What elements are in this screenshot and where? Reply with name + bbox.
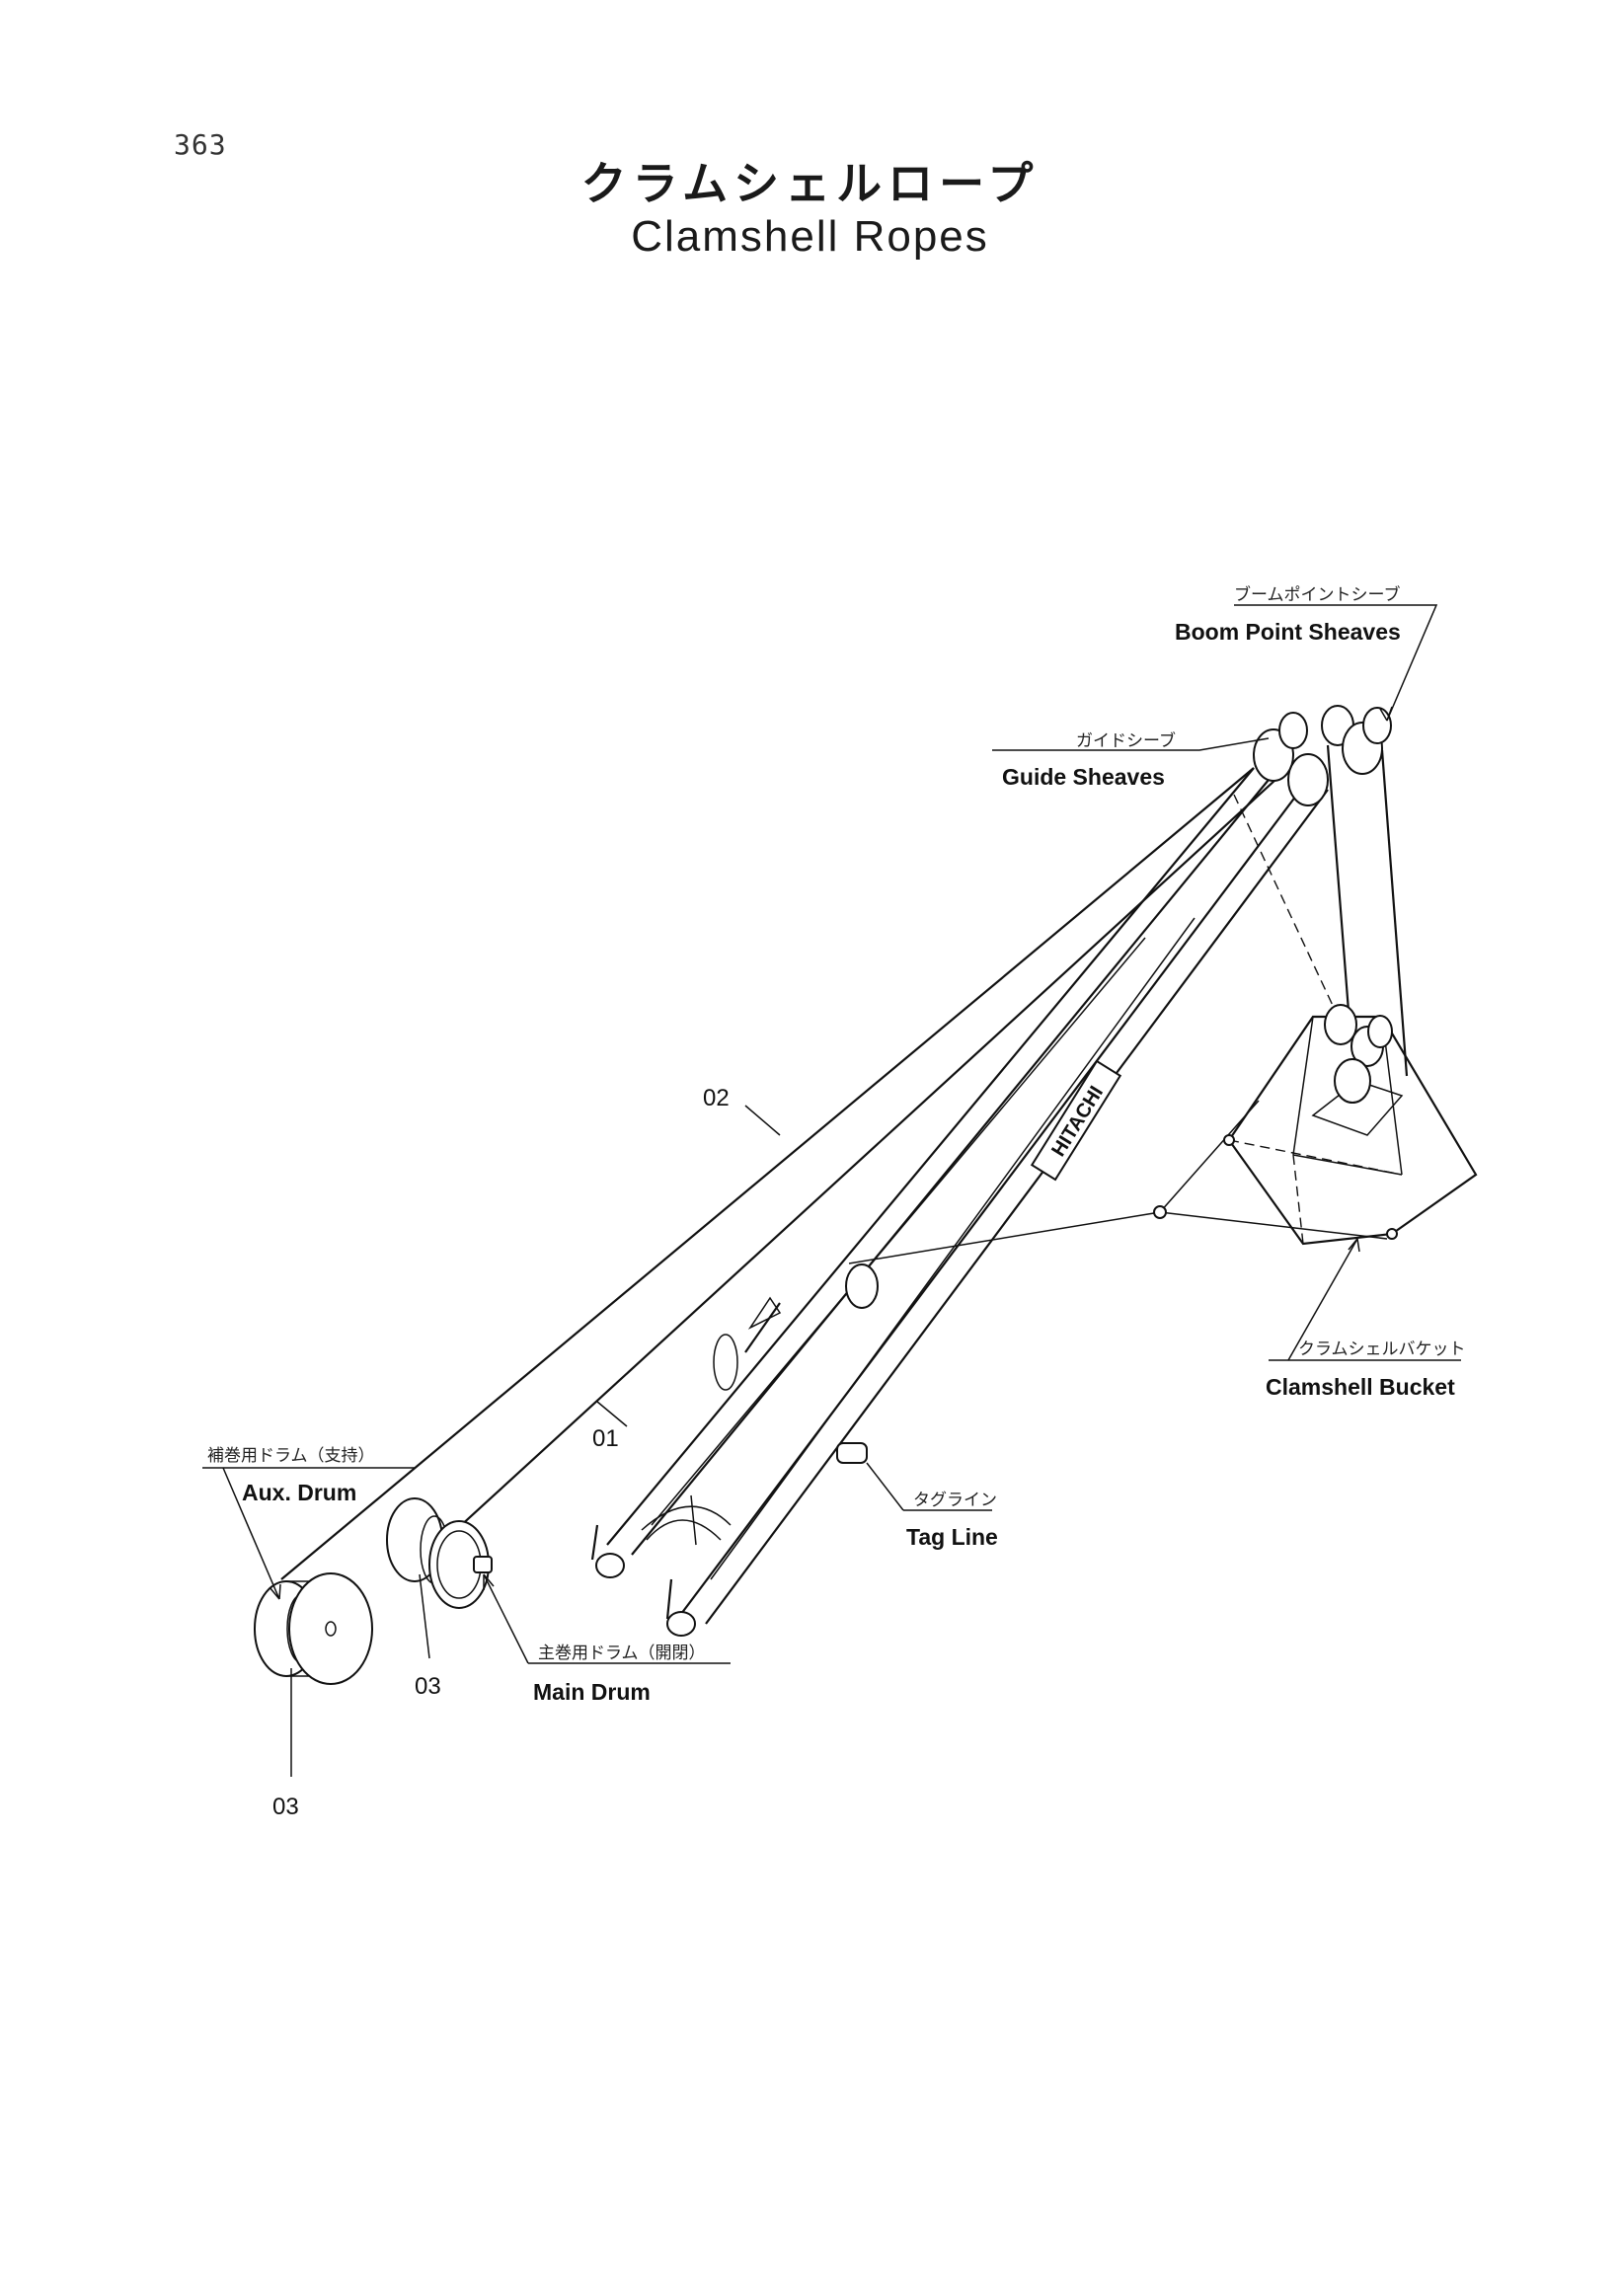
- guide-sheaves-label-ja: ガイドシーブ: [1076, 730, 1176, 751]
- leader-lines: [202, 604, 1461, 1777]
- main-drum-label: Main Drum: [533, 1679, 651, 1705]
- page-title-english: Clamshell Ropes: [631, 212, 989, 261]
- aux-drum-drawing: [254, 1572, 373, 1685]
- tag-line-label: Tag Line: [906, 1524, 998, 1550]
- part-number-01: 01: [592, 1425, 619, 1452]
- guide-sheaves: [1253, 712, 1329, 806]
- part-number-02: 02: [703, 1085, 730, 1111]
- boom-point-sheaves-label: Boom Point Sheaves: [1175, 619, 1401, 645]
- page-number: 363: [174, 128, 227, 161]
- clamshell-bucket-drawing: [1153, 1004, 1478, 1246]
- boom-point-sheaves: [1321, 705, 1392, 775]
- clamshell-bucket-label: Clamshell Bucket: [1266, 1374, 1455, 1400]
- guide-sheaves-label: Guide Sheaves: [1002, 764, 1165, 790]
- tag-line-label-ja: タグライン: [913, 1491, 997, 1510]
- part-number-03-aux: 03: [272, 1794, 299, 1820]
- aux-drum-label-ja: 補巻用ドラム（支持）: [207, 1446, 375, 1466]
- main-drum-drawing: [386, 1497, 493, 1609]
- aux-drum-label: Aux. Drum: [242, 1480, 356, 1505]
- boom-point-sheaves-label-ja: ブームポイントシーブ: [1234, 584, 1400, 605]
- part-number-03-main: 03: [415, 1673, 441, 1700]
- main-drum-label-ja: 主巻用ドラム（開閉）: [538, 1644, 706, 1663]
- rope-01: [433, 779, 1276, 1551]
- rope-02: [280, 767, 1255, 1580]
- clamshell-bucket-label-ja: クラムシェルバケット: [1298, 1339, 1466, 1359]
- page-title-japanese: クラムシェルロープ: [580, 157, 1040, 210]
